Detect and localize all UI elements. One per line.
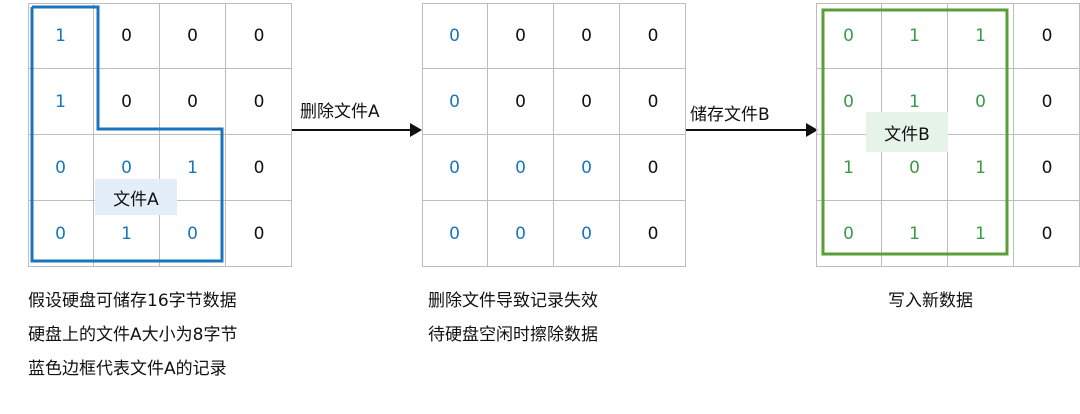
grid-cell: 0 <box>1014 135 1080 201</box>
arrow-label-delete: 删除文件A <box>300 102 380 122</box>
grid-cell: 0 <box>160 3 226 69</box>
grid-cell: 1 <box>94 201 160 267</box>
grid-cell: 0 <box>422 201 488 267</box>
caption-panel-1: 假设硬盘可储存16字节数据 硬盘上的文件A大小为8字节 蓝色边框代表文件A的记录 <box>28 284 237 386</box>
grid-cell: 0 <box>160 69 226 135</box>
grid-cell: 0 <box>816 3 882 69</box>
caption-panel-3: 写入新数据 <box>888 284 973 318</box>
caption-line: 待硬盘空闲时擦除数据 <box>428 325 598 345</box>
grid-cell: 0 <box>1014 69 1080 135</box>
grid-cell: 0 <box>620 135 686 201</box>
grid-cell: 0 <box>554 3 620 69</box>
caption-line: 硬盘上的文件A大小为8字节 <box>28 325 238 345</box>
grid-cell: 0 <box>816 201 882 267</box>
grid-cell: 0 <box>620 69 686 135</box>
caption-panel-2: 删除文件导致记录失效 待硬盘空闲时擦除数据 <box>428 284 598 352</box>
grid-cell: 0 <box>253 224 265 244</box>
grid-cell: 0 <box>488 69 554 135</box>
grid-cell: 0 <box>422 135 488 201</box>
arrow-right-icon <box>292 123 422 137</box>
caption-line: 删除文件导致记录失效 <box>428 291 598 311</box>
grid-cell: 0 <box>226 135 292 201</box>
caption-line: 写入新数据 <box>888 291 973 311</box>
grid-cell: 0 <box>160 201 226 267</box>
grid-cell: 1 <box>948 3 1014 69</box>
grid-cell: 0 <box>28 135 94 201</box>
grid-cell: 1 <box>160 135 226 201</box>
grid-cell: 1 <box>948 201 1014 267</box>
grid-cell: 0 <box>94 3 160 69</box>
grid-cell: 1 <box>948 135 1014 201</box>
arrow-label-store: 储存文件B <box>690 105 770 125</box>
grid-cell: 0 <box>620 3 686 69</box>
grid-cell: 0 <box>948 69 1014 135</box>
grid-cell: 1 <box>28 69 94 135</box>
grid-cell: 0 <box>94 69 160 135</box>
grid-cell: 0 <box>422 69 488 135</box>
file-a-record-border <box>30 5 224 263</box>
arrow-right-icon <box>686 123 818 137</box>
grid-cell: 0 <box>488 3 554 69</box>
grid-cell: 0 <box>882 135 948 201</box>
grid-cell: 1 <box>28 3 94 69</box>
grid-cell: 0 <box>226 3 292 69</box>
grid-cell: 0 <box>422 3 488 69</box>
grid-cell: 1 <box>816 135 882 201</box>
grid-cell: 0 <box>554 201 620 267</box>
grid-cell: 0 <box>554 69 620 135</box>
grid-cell: 0 <box>488 201 554 267</box>
grid-cell: 1 <box>882 3 948 69</box>
grid-cell: 0 <box>226 69 292 135</box>
caption-line: 蓝色边框代表文件A的记录 <box>28 359 227 379</box>
caption-line: 假设硬盘可储存16字节数据 <box>28 291 237 311</box>
grid-cell: 0 <box>1014 3 1080 69</box>
grid-cell: 0 <box>488 135 554 201</box>
file-b-label: 文件B <box>866 112 948 152</box>
grid-cell: 0 <box>647 224 659 244</box>
file-a-label: 文件A <box>95 179 177 215</box>
grid-cell: 0 <box>816 69 882 135</box>
grid-cell: 0 <box>554 135 620 201</box>
grid-cell: 0 <box>28 201 94 267</box>
file-b-record-border <box>821 8 1009 256</box>
grid-cell: 1 <box>882 201 948 267</box>
grid-cell: 0 <box>1041 224 1053 244</box>
